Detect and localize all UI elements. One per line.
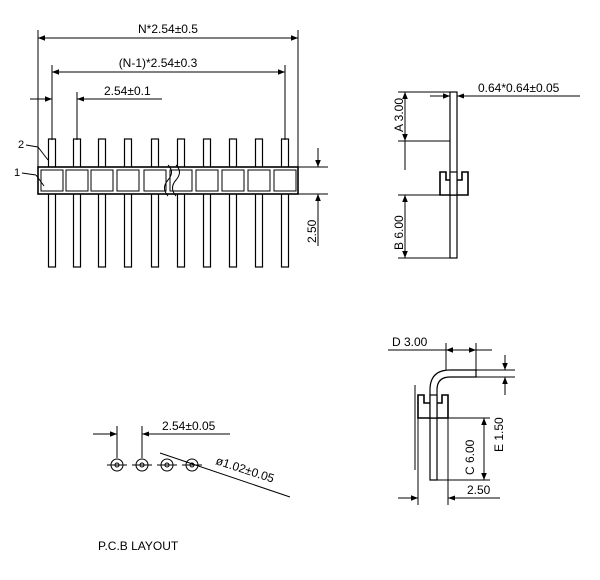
dim-pin-label: 0.64*0.64±0.05 bbox=[478, 81, 560, 95]
front-pin bbox=[150, 138, 160, 268]
dim-total-label: N*2.54±0.5 bbox=[138, 22, 198, 36]
dim-b-label: B 6.00 bbox=[392, 215, 406, 250]
callout-2-leader bbox=[25, 144, 39, 148]
dim-d-label: D 3.00 bbox=[392, 335, 428, 349]
callout-1-leader-b bbox=[35, 174, 45, 187]
front-pin bbox=[97, 138, 107, 268]
dim-pcb-pitch-label: 2.54±0.05 bbox=[162, 419, 216, 433]
break-symbol-right bbox=[172, 164, 180, 197]
dim-hole-leader bbox=[159, 452, 291, 498]
body-cell bbox=[65, 169, 89, 192]
front-view: N*2.54±0.5 (N-1)*2.54±0.3 2.54±0.1 2.50 … bbox=[14, 22, 328, 268]
callout-1-leader bbox=[21, 172, 37, 176]
callout-2: 2 bbox=[18, 139, 24, 151]
body-cell bbox=[90, 169, 114, 192]
body-cell bbox=[221, 169, 245, 192]
body-cell bbox=[247, 169, 271, 192]
dim-h-label: 2.50 bbox=[467, 483, 491, 497]
body-cell bbox=[116, 169, 140, 192]
front-pin bbox=[228, 138, 238, 268]
front-pin bbox=[176, 138, 186, 268]
dim-pitch-label: 2.54±0.1 bbox=[104, 84, 151, 98]
pcb-holes bbox=[107, 458, 202, 472]
right-angle-insulator bbox=[417, 394, 449, 419]
dim-span-label: (N-1)*2.54±0.3 bbox=[119, 56, 198, 70]
dim-a-label: A 3.00 bbox=[392, 98, 406, 132]
dim-pcb-arrowhead bbox=[142, 431, 149, 437]
front-pin bbox=[280, 138, 290, 268]
body-cell bbox=[169, 169, 193, 192]
front-pin bbox=[202, 138, 212, 268]
side-insulator bbox=[439, 171, 469, 196]
callout-2-leader-b bbox=[37, 146, 49, 161]
front-pin bbox=[123, 138, 133, 268]
pcb-layout: 2.54±0.05 ø1.02±0.05 P.C.B LAYOUT bbox=[93, 419, 291, 553]
body-cell bbox=[143, 169, 167, 192]
callout-1: 1 bbox=[14, 167, 20, 179]
body-cell bbox=[195, 169, 219, 192]
dim-height-label: 2.50 bbox=[305, 219, 319, 243]
dim-e-label: E 1.50 bbox=[492, 417, 506, 452]
side-pin-in-body bbox=[449, 171, 458, 196]
body-cell bbox=[273, 169, 297, 192]
body-cell bbox=[40, 169, 64, 192]
front-pin bbox=[47, 138, 57, 268]
pcb-layout-caption: P.C.B LAYOUT bbox=[98, 539, 179, 553]
front-pins bbox=[47, 138, 290, 268]
front-pin bbox=[72, 138, 82, 268]
side-view: 0.64*0.64±0.05 A 3.00 B 6.00 bbox=[392, 81, 580, 259]
dim-c-label: C 6.00 bbox=[463, 439, 477, 475]
dim-h-arrowhead bbox=[448, 495, 455, 501]
front-pin bbox=[254, 138, 264, 268]
right-angle-pin-in-body bbox=[429, 394, 438, 419]
dim-pitch-arrowhead bbox=[77, 96, 84, 102]
dim-hole-label: ø1.02±0.05 bbox=[214, 454, 276, 486]
break-symbol-left bbox=[164, 164, 172, 197]
front-body-dividers bbox=[40, 169, 297, 192]
right-angle-view: D 3.00 E 1.50 C 6.00 2.50 bbox=[388, 335, 515, 505]
dim-pin-arrowhead bbox=[457, 93, 464, 99]
